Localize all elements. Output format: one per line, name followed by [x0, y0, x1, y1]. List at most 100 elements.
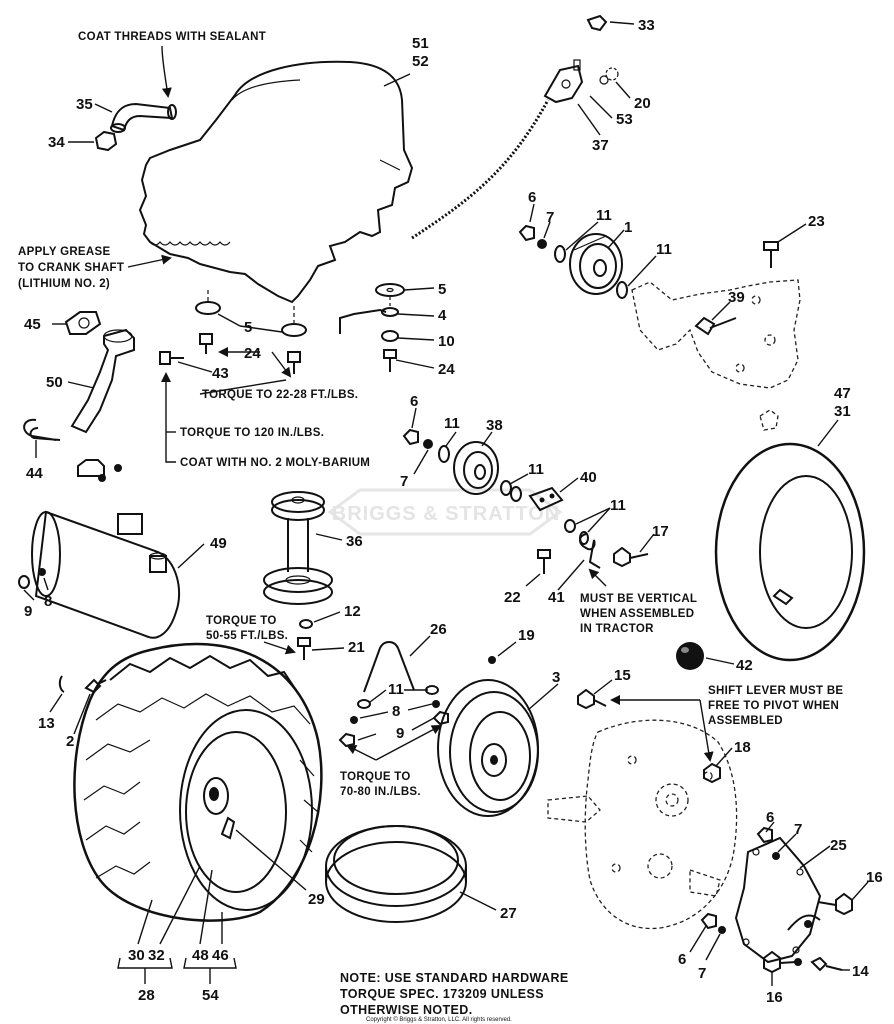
leader-24-right	[395, 359, 435, 369]
note-vertical-3: IN TRACTOR	[580, 623, 654, 635]
callout-7-mid: 7	[400, 473, 408, 490]
nut-8-b	[432, 700, 440, 708]
callout-53: 53	[616, 111, 633, 128]
leader-3	[527, 683, 559, 711]
callout-24-right: 24	[438, 361, 455, 378]
leader-22	[525, 573, 541, 587]
leader-51	[383, 73, 411, 87]
leader-39	[711, 301, 731, 321]
footer-note-2: TORQUE SPEC. 173209 UNLESS	[340, 987, 544, 1001]
washer-11-lower	[564, 519, 576, 533]
idler-bracket	[631, 279, 801, 431]
washer-11-ubolt-a	[357, 699, 371, 709]
callout-28: 28	[138, 987, 155, 1004]
bolt-15	[577, 688, 607, 710]
leader-53	[589, 95, 613, 119]
knob-33	[586, 14, 608, 32]
callout-19: 19	[518, 627, 535, 644]
bolt-16-a	[817, 892, 853, 916]
exhaust-pipe-50	[70, 328, 135, 434]
leader-5-left	[217, 313, 241, 327]
callout-30: 30	[128, 947, 145, 964]
leader-11-lower	[575, 507, 611, 525]
note-moly: COAT WITH NO. 2 MOLY-BARIUM	[180, 457, 370, 469]
callout-9-muffler: 9	[24, 603, 32, 620]
drive-belt-27	[325, 825, 467, 923]
leader-32	[159, 865, 201, 945]
callout-52: 52	[412, 53, 429, 70]
callout-31: 31	[834, 403, 851, 420]
leader-40	[559, 477, 579, 493]
callout-41: 41	[548, 589, 565, 606]
rear-wheel-tire	[73, 642, 323, 922]
leader-1	[607, 229, 625, 249]
note-grease-2: TO CRANK SHAFT	[18, 262, 124, 274]
callout-12: 12	[344, 603, 361, 620]
leader-29	[235, 829, 307, 891]
transaxle-dashed	[547, 719, 738, 930]
bolt-22	[537, 549, 551, 574]
callout-48: 48	[192, 947, 209, 964]
callout-34: 34	[48, 134, 65, 151]
nut-34	[94, 130, 118, 152]
plug-19	[488, 656, 496, 664]
note-shift-3: ASSEMBLED	[708, 715, 783, 727]
leader-15	[593, 679, 613, 695]
lockwasher-7-upper	[537, 239, 547, 249]
leader-21	[311, 647, 345, 651]
note-vertical-1: MUST BE VERTICAL	[580, 593, 697, 605]
callout-5-right: 5	[438, 281, 446, 298]
leader-23	[777, 223, 807, 243]
throttle-cable-37	[411, 59, 584, 240]
note-coat-threads: COAT THREADS WITH SEALANT	[78, 31, 266, 43]
callout-6-bracket: 6	[766, 809, 774, 826]
leader-8-muffler	[43, 577, 49, 591]
nut-12	[299, 619, 313, 629]
note-shift-2: FREE TO PIVOT WHEN	[708, 700, 839, 712]
washer-11-upper-b	[616, 281, 628, 299]
callout-26: 26	[430, 621, 447, 638]
bolt-24-right	[383, 349, 397, 372]
note-torque-50-2: 50-55 FT./LBS.	[206, 630, 288, 642]
lockwasher-7-mid	[423, 439, 433, 449]
callout-1: 1	[624, 219, 632, 236]
leader-42	[705, 657, 735, 665]
leader-5-right	[403, 287, 435, 291]
note-torque-22-28: TORQUE TO 22-28 FT./LBS.	[202, 389, 358, 401]
u-bolt-26	[363, 641, 415, 693]
spacer-5-right	[375, 283, 405, 297]
leader-6-bracket	[765, 821, 775, 833]
leader-17	[639, 533, 655, 553]
callout-10: 10	[438, 333, 455, 350]
clip-20	[605, 67, 619, 81]
leader-6-bracket-b	[689, 925, 707, 953]
nut-6-bracket-b	[700, 912, 717, 930]
callout-24-left: 24	[244, 345, 261, 362]
callout-9-ubolt: 9	[396, 725, 404, 742]
arrow-vertical	[588, 568, 607, 587]
bolt-24-left-b	[287, 351, 301, 374]
callout-39: 39	[728, 289, 745, 306]
callout-4: 4	[438, 307, 447, 324]
callout-37: 37	[592, 137, 609, 154]
muffler-49	[31, 510, 181, 639]
callout-33: 33	[638, 17, 655, 34]
note-grease-3: (LITHIUM NO. 2)	[18, 278, 110, 290]
note-torque-50-1: TORQUE TO	[206, 615, 277, 627]
washer-11-upper-a	[554, 245, 566, 263]
leader-35	[94, 103, 113, 113]
callout-44: 44	[26, 465, 43, 482]
footer-note-1: NOTE: USE STANDARD HARDWARE	[340, 971, 569, 985]
leader-37	[577, 103, 601, 136]
callout-15: 15	[614, 667, 631, 684]
leader-10	[397, 337, 435, 341]
spacer-5-left-b	[281, 323, 307, 337]
leader-7-bracket	[777, 833, 797, 853]
bolt-21	[297, 637, 311, 660]
note-shift-1: SHIFT LEVER MUST BE	[708, 685, 843, 697]
leader-4	[397, 313, 435, 317]
callout-18: 18	[734, 739, 751, 756]
brand-watermark: BRIGGS & STRATTON	[327, 488, 563, 536]
callout-2: 2	[66, 733, 74, 750]
